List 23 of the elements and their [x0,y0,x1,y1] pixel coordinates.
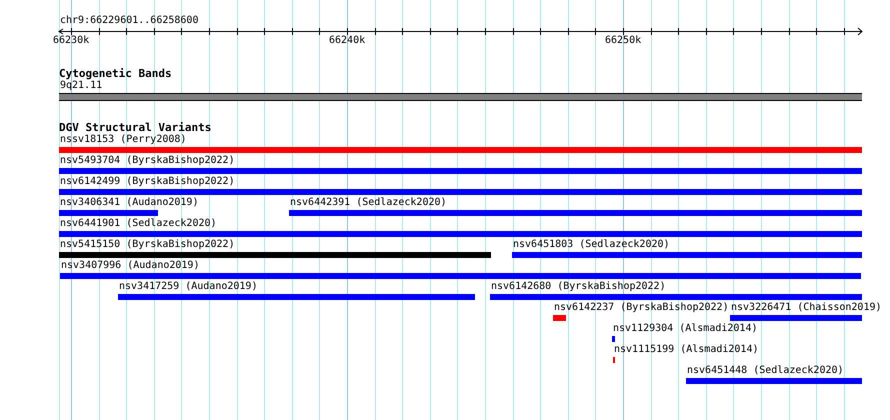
track-title: Cytogenetic Bands [59,68,172,80]
variant-label: nsv5415150 (ByrskaBishop2022) [60,239,235,250]
variant-label: nsv6441901 (Sedlazeck2020) [60,218,217,229]
variant-label: nsv3407996 (Audano2019) [61,260,200,271]
variant-label: nsv5493704 (ByrskaBishop2022) [60,155,235,166]
variant-label: nsv6442391 (Sedlazeck2020) [290,197,447,208]
variant-label: nsv6142680 (ByrskaBishop2022) [491,281,666,292]
band-label: 9q21.11 [60,80,102,91]
variant-label: nsv1115199 (Alsmadi2014) [614,344,758,355]
variant-label: nsv6451803 (Sedlazeck2020) [513,239,670,250]
variant-label: nsv3417259 (Audano2019) [119,281,258,292]
variant-label: nssv18153 (Perry2008) [60,134,186,145]
variant-label: nsv3226471 (Chaisson2019) [731,302,882,313]
region-label: chr9:66229601..66258600 [60,15,198,26]
tick-label: 66240k [329,35,366,46]
variant-label: nsv1129304 (Alsmadi2014) [613,323,758,334]
variant-label: nsv6142237 (ByrskaBishop2022) [554,302,729,313]
variant-label: nsv3406341 (Audano2019) [60,197,198,208]
tick-label: 66250k [605,35,642,46]
variant-label: nsv6142499 (ByrskaBishop2022) [60,176,235,187]
track-title: DGV Structural Variants [59,122,212,134]
variant-label: nsv6451448 (Sedlazeck2020) [687,365,844,376]
tick-label: 66230k [53,35,90,46]
